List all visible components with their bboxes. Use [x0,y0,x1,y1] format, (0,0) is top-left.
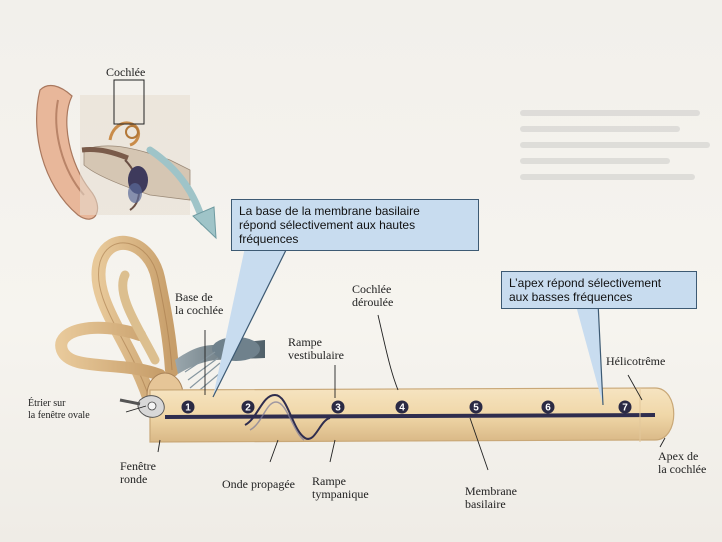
label-membrane-basilaire: Membrane basilaire [465,485,517,511]
position-marker-label-7: 7 [622,403,628,414]
position-marker-label-6: 6 [545,403,551,414]
position-marker-label-4: 4 [399,403,405,414]
position-marker-label-1: 1 [185,403,191,414]
callout-apex-frequencies: L’apex répond sélectivement aux basses f… [501,271,697,309]
basilar-membrane-line [165,415,655,417]
position-marker-label-3: 3 [335,403,341,414]
label-cochlee-deroulee: Cochlée déroulée [352,283,393,309]
label-helicotreme: Hélicotrême [606,355,665,368]
callout-base-frequencies: La base de la membrane basilaire répond … [231,199,479,251]
label-cochlee: Cochlée [106,66,145,79]
label-apex-cochlee: Apex de la cochlée [658,450,706,476]
callout-base-pointer [213,238,292,397]
label-rampe-tympanique: Rampe tympanique [312,475,369,501]
label-rampe-vestibulaire: Rampe vestibulaire [288,336,344,362]
label-onde-propagee: Onde propagée [222,478,295,491]
position-marker-label-5: 5 [473,403,479,414]
ear-anatomy-illustration [37,80,190,219]
uncoiled-cochlea [120,388,674,442]
position-marker-label-2: 2 [245,403,251,414]
label-fenetre-ronde: Fenêtre ronde [120,460,156,486]
label-base-cochlee: Base de la cochlée [175,291,223,317]
label-etrier: Étrier sur la fenêtre ovale [28,398,90,422]
